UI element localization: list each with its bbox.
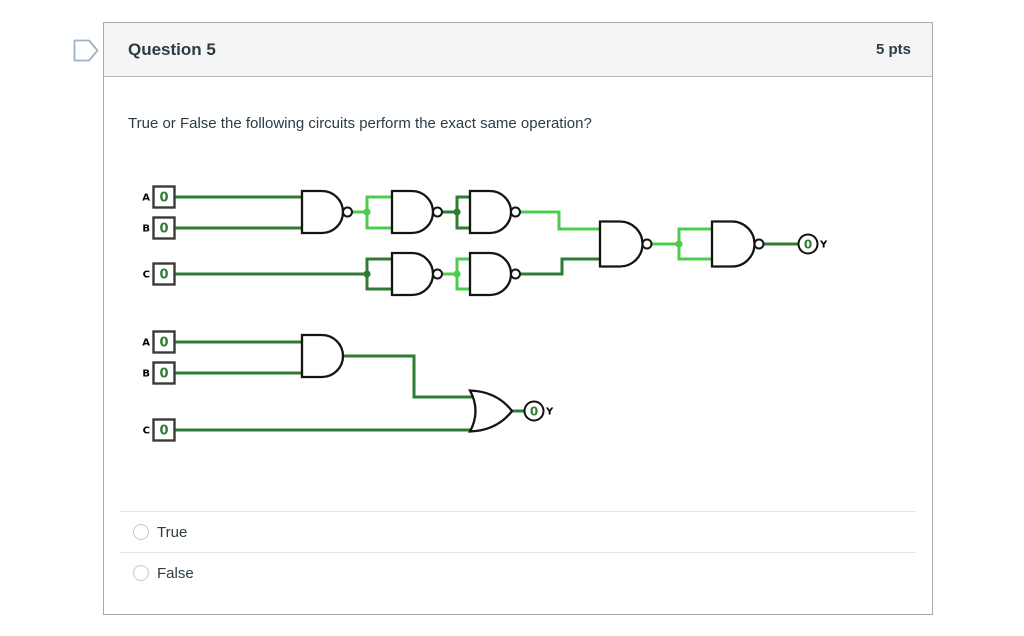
c2-input-switch-a [152, 330, 176, 354]
c1-input-value-b: 0 [159, 222, 168, 237]
c2-input-value-b: 0 [159, 367, 168, 382]
circuit-2: A B C 0 0 0 0 Y [142, 330, 554, 442]
c1-nand1-gate [300, 189, 345, 235]
c2-and-gate [300, 333, 345, 379]
c1-output-indicator [797, 233, 819, 255]
c1-nand4-bubble [432, 268, 443, 280]
question-points: 5 pts [875, 41, 911, 58]
c1-nand4-input-bracket [365, 257, 392, 291]
c1-nand6-bubble [753, 238, 765, 250]
question-panel: Question 5 5 pts True or False the follo… [103, 22, 933, 615]
c1-row2-to-nand5-wire [520, 257, 600, 276]
c1-junction-5 [675, 240, 683, 248]
c1-nand3-gate [468, 189, 513, 235]
circuit-1: A B C 0 0 0 0 Y [142, 185, 828, 297]
c1-input-label-b: B [142, 224, 150, 235]
c1-input-switch-a [152, 185, 176, 209]
c2-input-value-c: 0 [159, 424, 168, 439]
radio-true[interactable] [133, 524, 149, 540]
question-header: Question 5 5 pts [104, 23, 932, 77]
c1-input-switch-b [152, 216, 176, 240]
c1-nand5b-gate [468, 251, 513, 297]
c2-output-label: Y [545, 407, 554, 418]
c1-input-switch-c [152, 262, 176, 286]
question-title: Question 5 [128, 39, 216, 59]
option-row-false[interactable]: False [120, 552, 916, 593]
option-label-true: True [157, 523, 188, 541]
c1-nand6-input-bracket [677, 227, 712, 261]
c2-and-out-wire [343, 354, 476, 399]
option-label-false: False [157, 564, 194, 582]
c1-junction-3 [363, 270, 371, 278]
c1-nand5-gate [598, 220, 644, 268]
c1-junction-2 [453, 208, 461, 216]
c1-nand5-bubble [641, 238, 653, 250]
c1-junction-4 [453, 270, 461, 278]
answer-options: True False [120, 511, 916, 593]
c1-nand3-bubble [510, 206, 521, 218]
flag-icon-shape [73, 39, 99, 62]
c2-output-indicator [523, 400, 545, 422]
c2-or-gate [468, 389, 514, 433]
c1-input-value-c: 0 [159, 268, 168, 283]
c1-output-label: Y [819, 240, 828, 251]
c2-input-value-a: 0 [159, 336, 168, 351]
radio-false[interactable] [133, 565, 149, 581]
c1-nand1-bubble [342, 206, 353, 218]
c1-input-label-a: A [142, 193, 150, 204]
c2-output-value: 0 [530, 405, 538, 419]
circuit-diagrams: A B C 0 0 0 0 Y [142, 185, 828, 442]
c2-input-label-c: C [143, 426, 150, 437]
c1-nand2-bubble [432, 206, 443, 218]
c2-input-switch-b [152, 361, 176, 385]
c1-nand4-gate [390, 251, 435, 297]
c1-nand6-gate [710, 220, 756, 268]
c1-input-label-c: C [143, 270, 150, 281]
c1-row1-to-nand5-wire [520, 210, 600, 231]
c2-input-label-b: B [142, 369, 150, 380]
c1-input-value-a: 0 [159, 191, 168, 206]
c1-nand2-input-bracket [365, 195, 392, 230]
c2-input-switch-c [152, 418, 176, 442]
question-text: True or False the following circuits per… [128, 115, 592, 132]
flag-icon[interactable] [72, 38, 101, 63]
c1-output-value: 0 [804, 238, 812, 252]
option-row-true[interactable]: True [120, 511, 916, 552]
c1-nand2-gate [390, 189, 435, 235]
c1-junction-1 [363, 208, 371, 216]
c1-nand5b-bubble [510, 268, 521, 280]
c2-input-label-a: A [142, 338, 150, 349]
